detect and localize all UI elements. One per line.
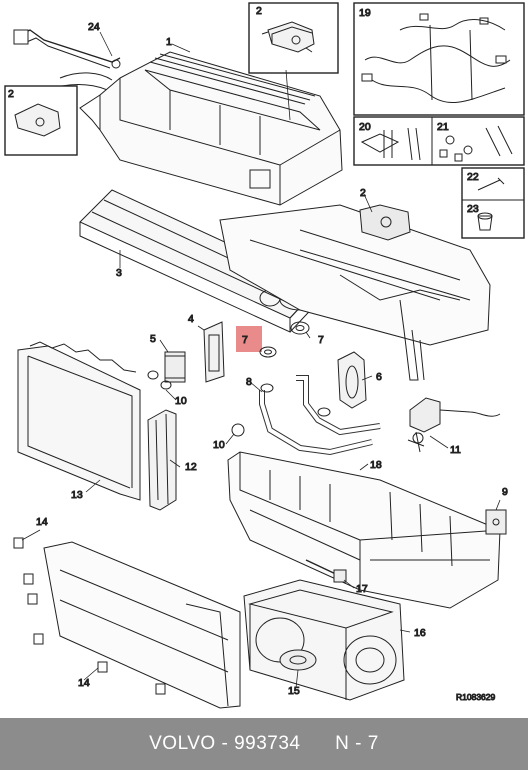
seal-part-6 xyxy=(337,351,367,409)
upper-case-assembly xyxy=(219,204,491,381)
label-part-7: 7 xyxy=(318,334,324,346)
part-info-footer: VOLVO - 993734 N - 7 xyxy=(0,718,528,770)
highlighted-grommet-part-7 xyxy=(236,326,277,358)
label-part-18: 18 xyxy=(370,459,382,471)
label-part-21: 21 xyxy=(437,121,449,133)
label-part-8: 8 xyxy=(246,376,252,388)
label-part-7-highlighted: 7 xyxy=(242,334,248,346)
label-part-6: 6 xyxy=(376,371,382,383)
label-part-12: 12 xyxy=(185,461,197,473)
label-part-9: 9 xyxy=(502,486,508,498)
blower-housing-part-16 xyxy=(243,579,405,701)
heater-housing-part-1 xyxy=(79,51,343,206)
cable-part-24 xyxy=(13,29,121,97)
seal-part-4 xyxy=(203,321,225,383)
label-part-10-lower: 10 xyxy=(213,439,225,451)
label-part-5: 5 xyxy=(150,333,156,345)
inset-box-wiring-harness xyxy=(353,2,525,116)
footer-separator: - xyxy=(215,733,235,754)
o-ring-part-10 xyxy=(147,370,245,437)
label-part-4: 4 xyxy=(188,313,194,325)
inset-box-clips xyxy=(353,116,525,166)
label-part-14-upper: 14 xyxy=(36,516,48,528)
label-part-20: 20 xyxy=(359,121,371,133)
label-part-19: 19 xyxy=(359,7,371,19)
label-part-13: 13 xyxy=(71,489,83,501)
label-part-2-left: 2 xyxy=(8,88,14,100)
label-part-2-right: 2 xyxy=(360,187,366,199)
seal-part-12 xyxy=(147,409,177,511)
pipe-part-8 xyxy=(259,375,381,456)
label-part-1: 1 xyxy=(166,36,172,48)
label-part-24: 24 xyxy=(88,21,100,33)
lower-cover xyxy=(43,541,241,709)
blower-fan-part-15 xyxy=(279,649,317,671)
inset-box-actuator-left xyxy=(4,85,78,156)
label-part-11: 11 xyxy=(450,444,461,456)
valve-part-5 xyxy=(164,351,186,383)
inset-box-screw xyxy=(461,167,525,239)
label-part-17: 17 xyxy=(356,583,368,595)
highlight-marker xyxy=(236,326,262,352)
grommet-part-7 xyxy=(290,321,310,335)
exploded-parts-diagram: 1 2 2 2 3 4 5 6 7 7 8 9 10 10 11 12 13 1… xyxy=(4,2,525,709)
label-part-2-top: 2 xyxy=(256,5,262,17)
label-part-15: 15 xyxy=(288,685,300,697)
part-number: 993734 xyxy=(234,733,301,754)
label-part-14-lower: 14 xyxy=(78,677,90,689)
lower-housing-part-18 xyxy=(227,451,501,609)
reference-code: R1083629 xyxy=(456,692,496,702)
evaporator-part-13 xyxy=(17,341,141,501)
leader-lines xyxy=(21,31,501,689)
label-part-3: 3 xyxy=(116,267,122,279)
label-part-23: 23 xyxy=(467,203,479,215)
brand-name: VOLVO xyxy=(149,733,216,754)
label-part-22: 22 xyxy=(467,171,479,183)
sensor-part-17 xyxy=(305,559,347,583)
inset-box-actuator-top xyxy=(248,2,339,74)
label-part-16: 16 xyxy=(414,627,426,639)
clip-part-9 xyxy=(485,509,507,535)
actuator-part-11 xyxy=(407,397,501,453)
clips-part-14 xyxy=(13,537,166,695)
label-part-10-upper: 10 xyxy=(175,395,187,407)
diagram-position: N - 7 xyxy=(335,733,379,754)
callout-labels: 1 2 2 2 3 4 5 6 7 7 8 9 10 10 11 12 13 1… xyxy=(8,5,509,703)
